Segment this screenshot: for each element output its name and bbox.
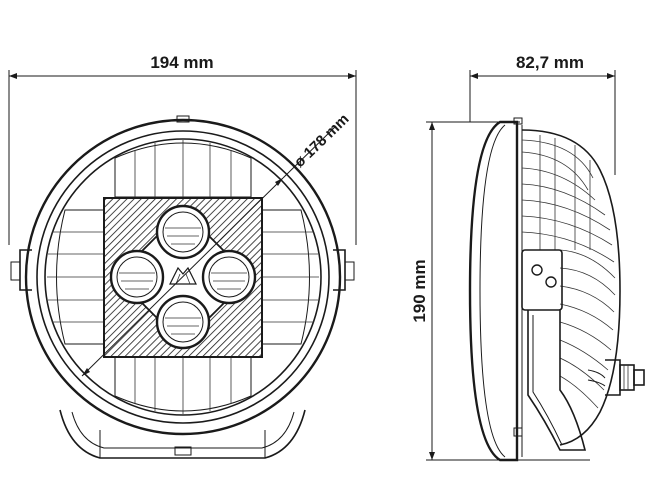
housing-inner-ring	[36, 130, 330, 424]
side-bracket	[521, 249, 587, 451]
led-pod-bottom	[155, 294, 211, 350]
height-dimension: 190 mm	[410, 121, 590, 461]
depth-label: 82,7 mm	[516, 53, 584, 72]
led-pod-left	[109, 249, 165, 305]
led-pod-top	[155, 204, 211, 260]
diameter-label: ø 178 mm	[291, 111, 353, 171]
lens-profile	[468, 120, 519, 462]
housing-outer-ring	[24, 118, 342, 436]
led-pod-right	[201, 249, 257, 305]
depth-dimension: 82,7 mm	[469, 53, 616, 175]
reflector-top	[114, 140, 252, 198]
height-label: 190 mm	[410, 259, 429, 322]
reflector-left	[47, 209, 105, 345]
front-view: 194 mm	[8, 53, 357, 459]
width-label: 194 mm	[150, 53, 213, 72]
mounting-bracket	[59, 409, 306, 459]
heatsink-fins	[521, 129, 621, 446]
reflector-right	[261, 209, 319, 345]
lens-ring	[44, 138, 322, 416]
cable-connector	[587, 359, 645, 396]
reflector-bottom	[114, 356, 252, 414]
width-dimension: 194 mm	[8, 53, 357, 245]
side-view: 82,7 mm 190 mm	[410, 53, 645, 462]
